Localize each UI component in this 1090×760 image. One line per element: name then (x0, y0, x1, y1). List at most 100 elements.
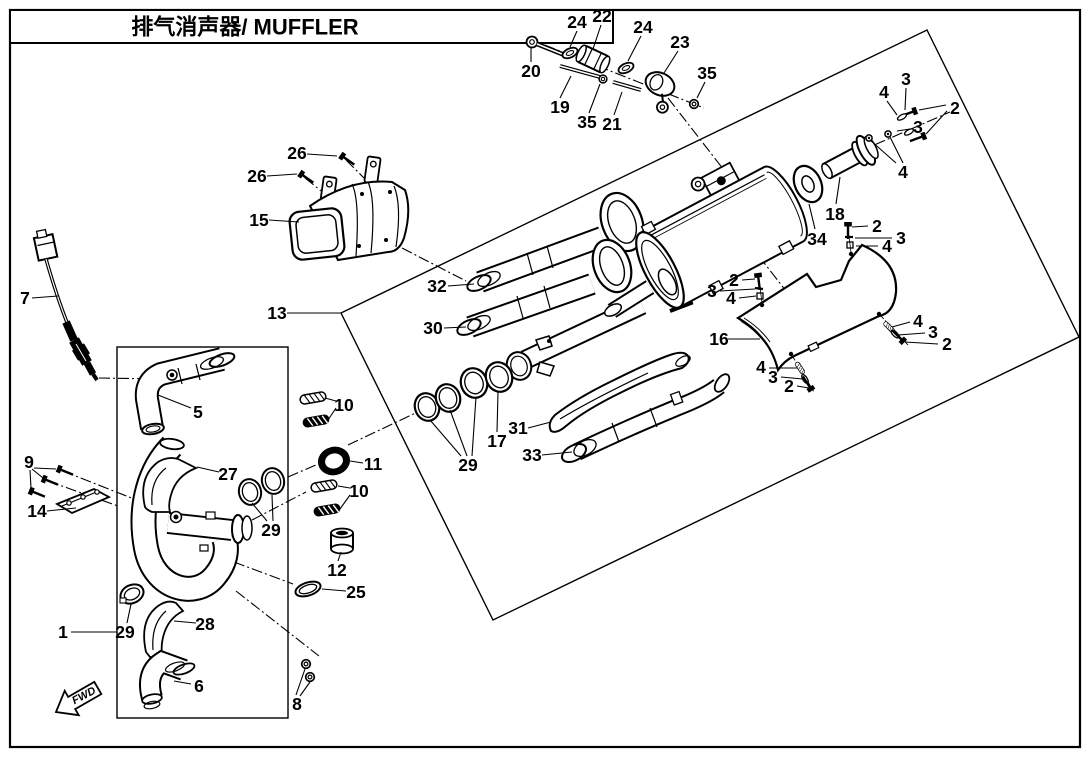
leader-line-29 (271, 494, 274, 522)
part-label-30: 30 (423, 318, 443, 338)
leader-line-23 (663, 50, 679, 74)
bushing-22 (575, 44, 611, 74)
leader-line-10 (324, 397, 337, 402)
leader-line-11 (349, 460, 364, 464)
nut-35-b (688, 98, 700, 110)
part-label-10: 10 (334, 395, 354, 415)
screw-cluster-top (843, 220, 854, 253)
washer-24-b (617, 61, 635, 75)
shield-27 (142, 457, 199, 513)
part-label-20: 20 (521, 61, 541, 81)
muffler-body (603, 134, 879, 318)
part-label-2: 2 (729, 270, 739, 290)
part-label-4: 4 (882, 236, 892, 256)
part-label-29: 29 (261, 520, 281, 540)
heat-shield-31 (548, 351, 691, 433)
part-label-2: 2 (950, 98, 960, 118)
leader-line-10 (339, 494, 351, 510)
leader-line-15 (268, 219, 300, 223)
part-label-15: 15 (249, 210, 269, 230)
leader-line-21 (613, 91, 623, 116)
leader-line-14 (46, 507, 77, 512)
leader-line-3 (904, 87, 907, 111)
leader-line-4 (889, 136, 904, 164)
leader-line-2 (918, 104, 947, 111)
part-label-25: 25 (346, 582, 366, 602)
ring-29 (459, 367, 489, 399)
leader-line-24 (569, 30, 578, 48)
part-label-1: 1 (58, 622, 68, 642)
part-label-5: 5 (193, 402, 203, 422)
leader-line-19 (559, 75, 572, 99)
leader-line-29 (429, 419, 462, 457)
part-label-33: 33 (522, 445, 542, 465)
bushing-12 (330, 527, 354, 555)
front-pipe-5 (134, 347, 236, 436)
part-label-19: 19 (550, 97, 570, 117)
leader-line-7 (31, 295, 59, 299)
gasket-25 (294, 580, 322, 598)
part-label-2: 2 (784, 376, 794, 396)
part-label-3: 3 (901, 69, 911, 89)
part-label-9: 9 (24, 452, 34, 472)
part-label-2: 2 (942, 334, 952, 354)
muffler-assembly-outline-13 (340, 29, 1080, 621)
leader-line-31 (527, 421, 552, 429)
leader-line-4 (891, 321, 911, 328)
leader-line-2 (796, 385, 810, 389)
part-label-4: 4 (879, 82, 889, 102)
leader-line-30 (443, 326, 467, 329)
part-label-3: 3 (928, 322, 938, 342)
part-label-7: 7 (20, 288, 30, 308)
part-label-2: 2 (872, 216, 882, 236)
part-label-4: 4 (756, 357, 766, 377)
leader-line-26 (306, 153, 338, 157)
leader-line-2 (925, 110, 948, 135)
leader-line-2 (904, 341, 939, 345)
part-label-35: 35 (577, 112, 597, 132)
screw-cluster-bottom (792, 356, 817, 394)
shield-tab (363, 155, 382, 185)
rings-29-pair (237, 467, 286, 506)
leader-line-2 (741, 278, 756, 281)
part-label-24: 24 (567, 12, 587, 32)
leader-line-8 (299, 681, 311, 697)
gasket-rings-29-17 (413, 361, 514, 422)
leader-line-34 (808, 203, 816, 230)
rear-pipe-33 (560, 373, 731, 464)
leader-line-29 (251, 502, 268, 522)
part-label-18: 18 (825, 204, 845, 224)
part-label-31: 31 (508, 418, 528, 438)
part-label-11: 11 (364, 454, 383, 474)
part-label-10: 10 (349, 481, 369, 501)
part-label-16: 16 (709, 329, 729, 349)
leader-line-18 (835, 176, 841, 205)
bracket-23 (644, 71, 676, 114)
leader-line-3 (896, 128, 911, 132)
leader-line-26 (266, 173, 298, 177)
ring-17 (484, 361, 514, 393)
leader-line-3 (780, 376, 804, 380)
part-label-22: 22 (592, 6, 612, 26)
part-label-4: 4 (898, 162, 908, 182)
pipe-clamp (536, 361, 556, 377)
assembly-boxes (116, 29, 1080, 719)
ring-29 (434, 383, 462, 413)
part-label-12: 12 (327, 560, 347, 580)
leader-line-28 (173, 620, 197, 624)
part-label-3: 3 (913, 117, 923, 137)
part-label-26: 26 (247, 166, 267, 186)
leader-line-35 (696, 81, 706, 99)
elbow-pipe-6 (139, 649, 196, 710)
leader-line-17 (496, 391, 499, 433)
part-label-8: 8 (292, 694, 302, 714)
nut-35-a (598, 74, 608, 84)
bolt-20-head (525, 35, 539, 49)
bracket-14 (26, 463, 112, 515)
front-pipe-assembly-outline-1 (116, 346, 289, 719)
leader-line-9 (33, 467, 57, 470)
leader-line-10 (327, 407, 337, 421)
part-label-28: 28 (195, 614, 215, 634)
gasket-ring-11 (317, 446, 351, 476)
